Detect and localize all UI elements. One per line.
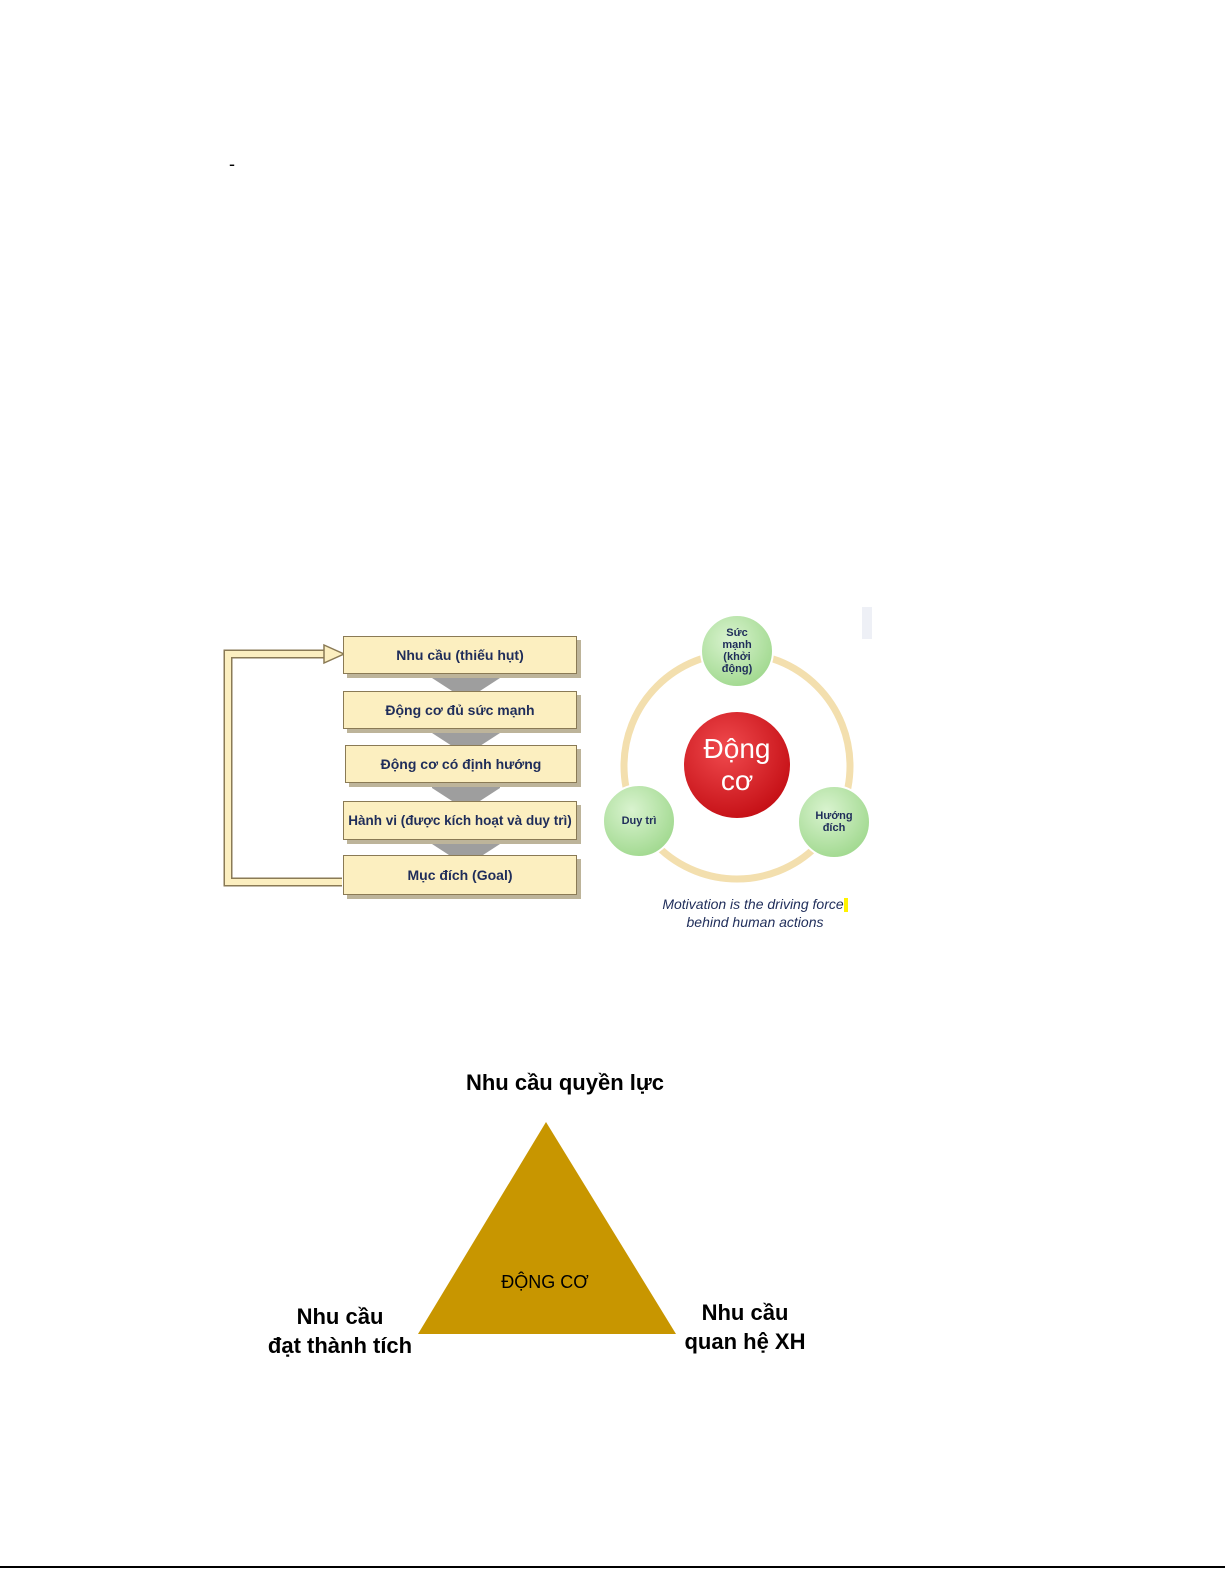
triangle-left-label: Nhu cầu đạt thành tích [250, 1302, 430, 1360]
left-label-line2: đạt thành tích [250, 1331, 430, 1360]
page-bottom-rule [0, 1566, 1225, 1568]
left-label-line1: Nhu cầu [250, 1302, 430, 1331]
right-label-line1: Nhu cầu [670, 1298, 820, 1327]
triangle-center-label: ĐỘNG CƠ [470, 1272, 620, 1293]
right-label-line2: quan hệ XH [670, 1327, 820, 1356]
triangle-top-label: Nhu cầu quyền lực [430, 1070, 700, 1096]
triangle-right-label: Nhu cầu quan hệ XH [670, 1298, 820, 1356]
triangle [418, 1122, 676, 1334]
